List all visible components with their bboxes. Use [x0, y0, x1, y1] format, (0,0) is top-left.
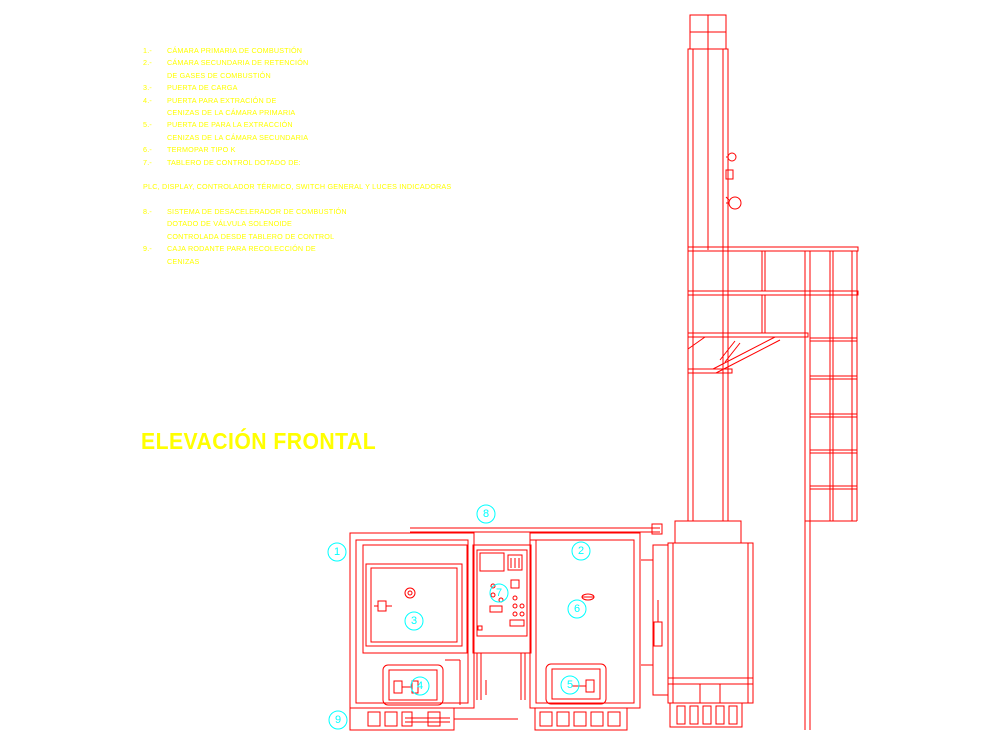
callout-8: 8: [476, 504, 496, 524]
callout-7: 7: [489, 583, 509, 603]
svg-text:7: 7: [496, 587, 502, 599]
note-number: 4.-: [143, 95, 152, 105]
callout-3: 3: [404, 611, 424, 631]
note-text: TABLERO DE CONTROL DOTADO DE:: [167, 157, 301, 167]
note-item: 9.- CAJA RODANTE PARA RECOLECCIÓN DE: [143, 243, 563, 255]
note-continuation: CENIZAS DE LA CÁMARA PRIMARIA: [143, 107, 563, 119]
note-text: PUERTA DE PARA LA EXTRACCIÓN: [167, 120, 293, 130]
note-item: 4.- PUERTA PARA EXTRACIÓN DE: [143, 95, 563, 107]
svg-text:9: 9: [335, 714, 341, 726]
chimney-stack: [687, 14, 742, 522]
notes-legend: 1.- CÁMARA PRIMARIA DE COMBUSTIÓN 2.- CÁMAR…: [143, 45, 563, 268]
note-text: CENIZAS DE LA CÁMARA PRIMARIA: [167, 107, 296, 117]
combustion-decelerator-pipe: [410, 523, 663, 535]
drawing-title: ELEVACIÓN FRONTAL: [141, 428, 377, 454]
note-text: PLC, DISPLAY, CONTROLADOR TÉRMICO, SWITC…: [143, 182, 452, 192]
note-continuation: DE GASES DE COMBUSTIÓN: [143, 70, 563, 82]
note-text: CAJA RODANTE PARA RECOLECCIÓN DE: [167, 244, 316, 254]
note-item: 8.- SISTEMA DE DESACELERADOR DE COMBUSTIÓ…: [143, 206, 563, 218]
support-platform: [687, 246, 859, 374]
svg-text:5: 5: [567, 679, 573, 691]
note-continuation: DOTADO DE VÁLVULA SOLENOIDE: [143, 218, 563, 230]
note-text: CÁMARA SECUNDARIA DE RETENCIÓN: [167, 58, 309, 68]
note-text: CENIZAS DE LA CÁMARA SECUNDARIA: [167, 132, 309, 142]
access-ladder: [804, 251, 858, 730]
svg-text:3: 3: [411, 615, 417, 627]
control-panel: [472, 544, 532, 700]
callout-5: 5: [560, 675, 580, 695]
note-number: 6.-: [143, 145, 152, 155]
callout-9: 9: [328, 710, 348, 730]
base-skids: [349, 707, 628, 731]
note-text: SISTEMA DE DESACELERADOR DE COMBUSTIÓN: [167, 207, 347, 217]
stack-base-column: [641, 520, 754, 728]
note-text: DOTADO DE VÁLVULA SOLENOIDE: [167, 219, 292, 229]
callout-6: 6: [567, 599, 587, 619]
callout-1: 1: [327, 542, 347, 562]
note-item: 3.- PUERTA DE CARGA: [143, 82, 563, 94]
note-item: 6.- TERMOPAR TIPO K: [143, 144, 563, 156]
callout-2: 2: [571, 541, 591, 561]
note-item: 5.- PUERTA DE PARA LA EXTRACCIÓN: [143, 119, 563, 131]
note-summary-line: PLC, DISPLAY, CONTROLADOR TÉRMICO, SWITC…: [143, 181, 563, 193]
secondary-chamber: [529, 532, 641, 709]
svg-text:4: 4: [417, 680, 423, 692]
note-continuation: CENIZAS DE LA CÁMARA SECUNDARIA: [143, 132, 563, 144]
svg-text:2: 2: [578, 545, 584, 557]
note-item: 2.- CÁMARA SECUNDARIA DE RETENCIÓN: [143, 57, 563, 69]
note-number: 9.-: [143, 244, 152, 254]
note-number: 8.-: [143, 207, 152, 217]
note-text: PUERTA DE CARGA: [167, 83, 238, 93]
svg-text:6: 6: [574, 603, 580, 615]
note-item: 1.- CÁMARA PRIMARIA DE COMBUSTIÓN: [143, 45, 563, 57]
note-text: DE GASES DE COMBUSTIÓN: [167, 70, 271, 80]
note-text: CONTROLADA DESDE TABLERO DE CONTROL: [167, 231, 335, 241]
svg-text:8: 8: [483, 508, 489, 520]
callout-4: 4: [410, 676, 430, 696]
note-number: 1.-: [143, 46, 152, 55]
note-continuation: CONTROLADA DESDE TABLERO DE CONTROL: [143, 231, 563, 243]
note-continuation: CENIZAS: [143, 256, 563, 268]
note-number: 7.-: [143, 157, 152, 167]
note-number: 3.-: [143, 83, 152, 93]
note-text: CENIZAS: [167, 256, 200, 266]
note-text: PUERTA PARA EXTRACIÓN DE: [167, 95, 277, 105]
note-text: TERMOPAR TIPO K: [167, 145, 236, 155]
note-number: 2.-: [143, 58, 152, 68]
note-text: CÁMARA PRIMARIA DE COMBUSTIÓN: [167, 46, 303, 55]
note-number: 5.-: [143, 120, 152, 130]
note-item: 7.- TABLERO DE CONTROL DOTADO DE:: [143, 157, 563, 169]
svg-text:1: 1: [334, 546, 340, 558]
